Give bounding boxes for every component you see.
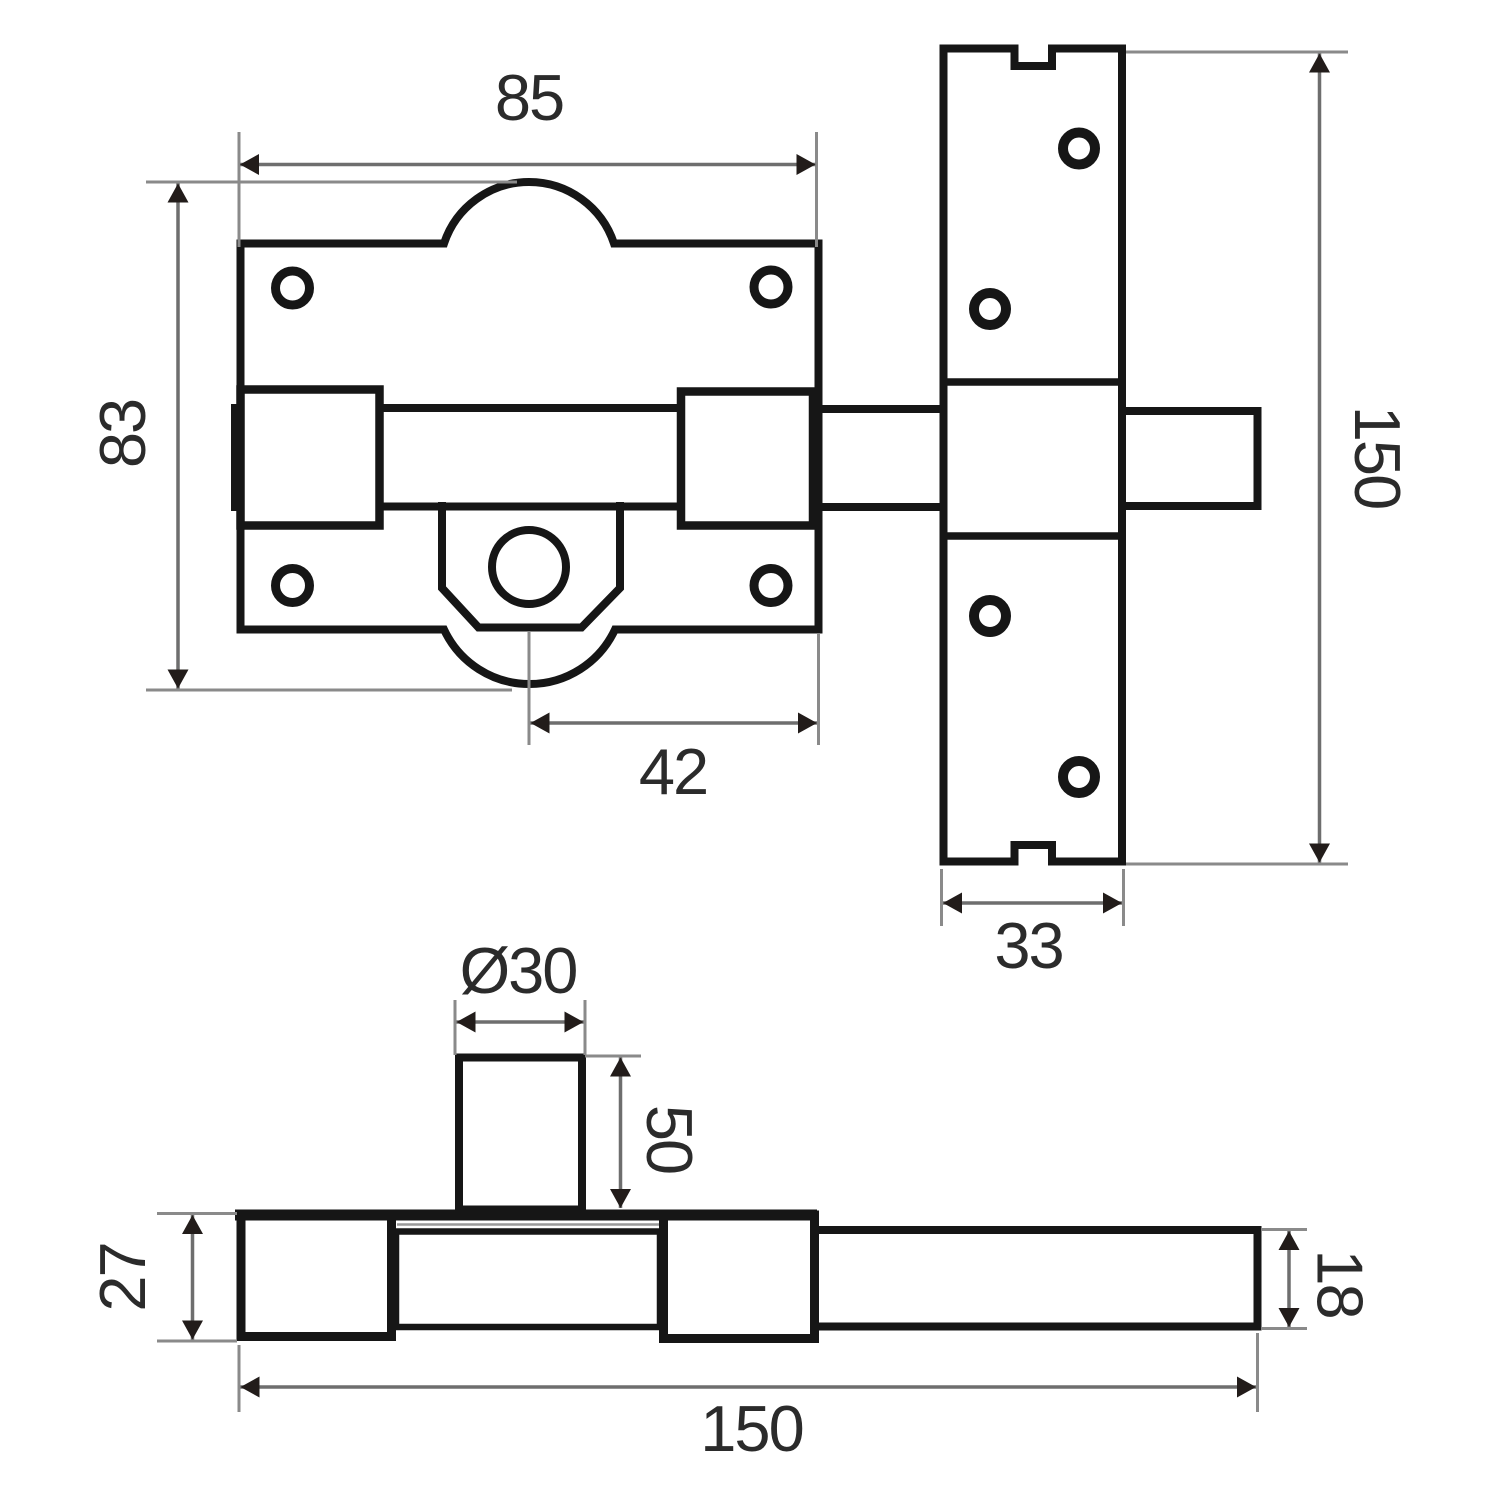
svg-text:83: 83: [86, 400, 159, 468]
svg-text:42: 42: [639, 735, 707, 808]
svg-text:50: 50: [633, 1105, 706, 1173]
svg-text:85: 85: [495, 61, 563, 134]
svg-text:33: 33: [994, 909, 1062, 982]
svg-text:150: 150: [700, 1392, 802, 1465]
svg-text:Ø30: Ø30: [460, 934, 577, 1007]
svg-text:27: 27: [86, 1243, 159, 1311]
svg-text:150: 150: [1341, 406, 1414, 508]
svg-text:18: 18: [1304, 1249, 1377, 1317]
